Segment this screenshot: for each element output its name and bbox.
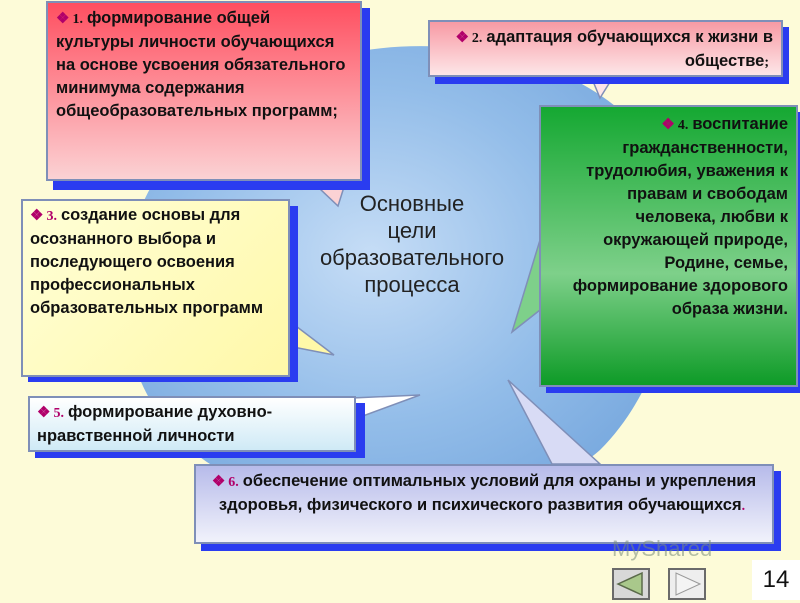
- goal-box-3: ❖3.создание основы для осознанного выбор…: [21, 199, 290, 377]
- diamond-bullet-icon: ❖: [455, 29, 469, 46]
- diamond-bullet-icon: ❖: [56, 10, 70, 27]
- goal-text: формирование духовно-нравственной личнос…: [37, 403, 273, 445]
- diamond-bullet-icon: ❖: [661, 116, 675, 133]
- center-title-line: процесса: [364, 272, 460, 297]
- goal-box-2: ❖2.адаптация обучающихся к жизни в общес…: [428, 20, 783, 77]
- diamond-bullet-icon: ❖: [37, 404, 51, 421]
- goal-number: 3.: [46, 209, 57, 224]
- goal-number: 5.: [53, 406, 64, 421]
- goal-text: формирование общей культуры личности обу…: [56, 9, 346, 120]
- goal-box-5: ❖5.формирование духовно-нравственной лич…: [28, 396, 356, 452]
- goal-text: обеспечение оптимальных условий для охра…: [218, 472, 757, 514]
- center-title-line: Основные: [359, 191, 465, 216]
- diamond-bullet-icon: ❖: [211, 473, 226, 490]
- goal-text: адаптация обучающихся к жизни в обществе: [486, 28, 773, 70]
- goal-number: 4.: [677, 118, 689, 133]
- back-button[interactable]: [612, 568, 650, 600]
- goal-box-6: ❖6.обеспечение оптимальных условий для о…: [194, 464, 774, 544]
- goal-number: 2.: [471, 31, 483, 46]
- center-title-line: цели: [387, 218, 437, 243]
- goal-number: 6.: [228, 475, 239, 490]
- center-title-line: образовательного: [319, 245, 505, 270]
- goal-text: воспитание гражданственности, трудолюбия…: [572, 115, 788, 318]
- goal-suffix: .: [741, 499, 746, 514]
- forward-arrow-icon: [675, 572, 702, 596]
- diamond-bullet-icon: ❖: [30, 207, 44, 224]
- forward-button[interactable]: [668, 568, 706, 600]
- watermark-logo: MyShared: [612, 536, 712, 562]
- goal-text: создание основы для осознанного выбора и…: [30, 206, 264, 317]
- watermark-text: MyShared: [612, 536, 713, 561]
- back-arrow-icon: [616, 571, 643, 597]
- goal-suffix: ;: [764, 55, 769, 70]
- slide-number: 14: [752, 560, 800, 600]
- center-title: Основные цели образовательного процесса: [292, 190, 532, 298]
- goal-box-4: ❖4.воспитание гражданственности, трудолю…: [539, 105, 798, 387]
- goal-number: 1.: [72, 12, 83, 27]
- goal-box-1: ❖1.формирование общей культуры личности …: [46, 1, 362, 181]
